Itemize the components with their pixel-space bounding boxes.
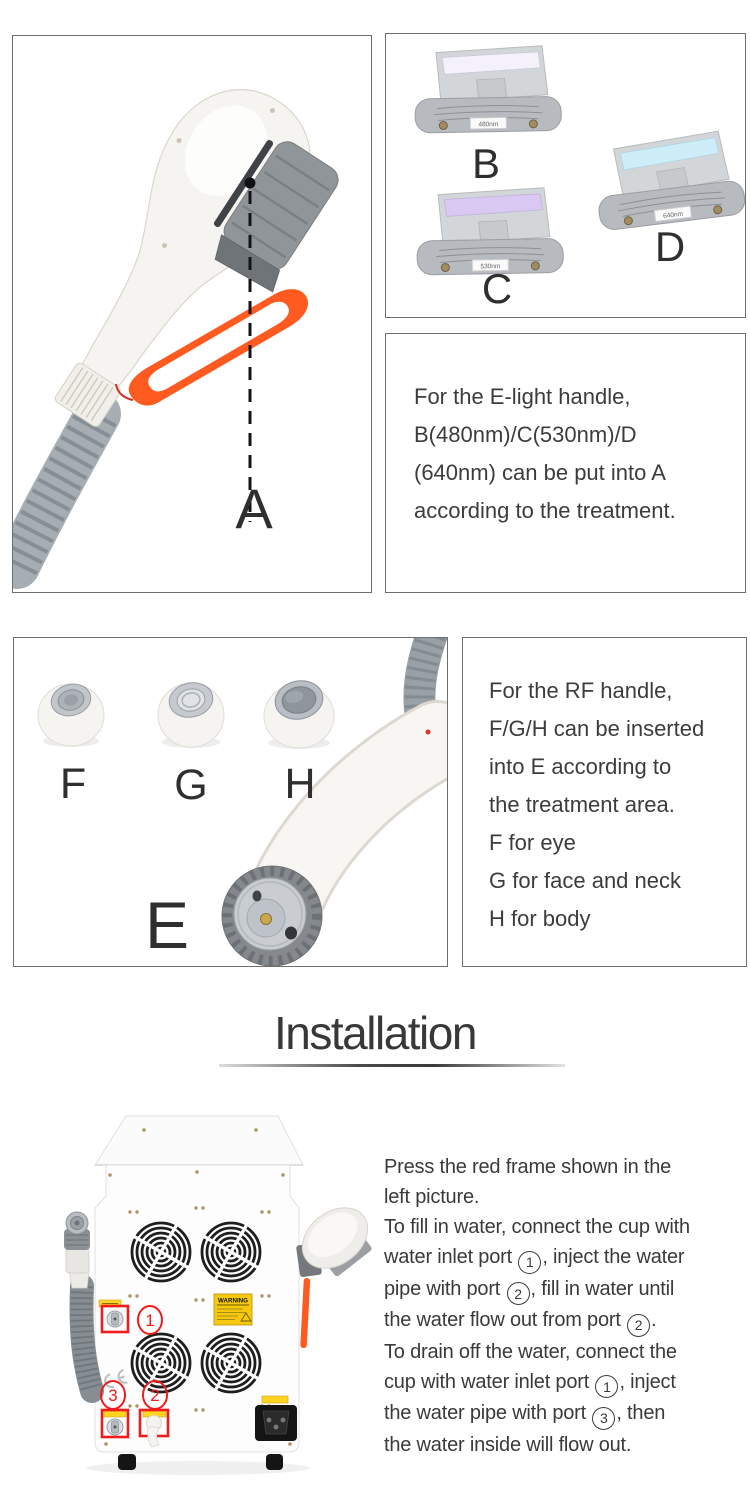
water-inlet-port-1 bbox=[98, 1299, 130, 1334]
power-socket bbox=[255, 1395, 297, 1441]
rf-handle-illustration: F G H E bbox=[37, 638, 447, 966]
warning-sticker-title: WARNING bbox=[218, 1298, 248, 1305]
warning-sticker: WARNING bbox=[213, 1293, 253, 1326]
circled-digit: 1 bbox=[518, 1250, 542, 1274]
circled-digit: 2 bbox=[506, 1282, 530, 1305]
marker-g: G bbox=[174, 761, 207, 809]
machine-rear-illustration: WARNING bbox=[64, 1115, 372, 1475]
rf-note: For the RF handle, F/G/H can be inserted i… bbox=[462, 637, 747, 967]
rf-tip-f bbox=[37, 683, 105, 747]
pointer-dot bbox=[244, 177, 256, 189]
text-line: the water inside will flow out. bbox=[384, 1433, 632, 1456]
svg-text:2: 2 bbox=[150, 1386, 159, 1405]
rf-tip-h bbox=[263, 680, 335, 749]
elight-handle-illustration: A bbox=[13, 89, 339, 589]
rf-handle-head bbox=[221, 865, 323, 966]
fan-grille bbox=[200, 1332, 262, 1394]
text-line: according to the treatment. bbox=[414, 498, 676, 523]
text-line: water inlet port 1, inject the water bbox=[384, 1242, 750, 1274]
text-line: To fill in water, connect the cup with bbox=[384, 1216, 690, 1238]
filter-d: 640nm bbox=[598, 130, 745, 230]
filter-c-wavelength-label: 530nm bbox=[480, 263, 500, 270]
text-line: H for body bbox=[489, 906, 591, 931]
ce-mark bbox=[104, 1369, 128, 1389]
machine-foot bbox=[118, 1454, 136, 1470]
marker-b: B bbox=[472, 140, 500, 187]
rf-handle bbox=[221, 638, 447, 966]
text-line: To drain off the water, connect the bbox=[384, 1340, 677, 1363]
water-port-3 bbox=[100, 1408, 130, 1439]
elight-applicator bbox=[213, 140, 339, 293]
circled-digit: 1 bbox=[595, 1375, 619, 1398]
filter-b-wavelength-label: 480nm bbox=[478, 121, 498, 128]
fan-grille bbox=[200, 1221, 262, 1283]
power-indicator-dot bbox=[425, 729, 431, 735]
svg-text:3: 3 bbox=[108, 1386, 117, 1405]
machine-top bbox=[94, 1115, 304, 1166]
machine-handle-right bbox=[296, 1207, 372, 1348]
text-line: For the E-light handle, bbox=[414, 384, 631, 409]
orange-strap bbox=[115, 289, 309, 406]
marker-h: H bbox=[284, 760, 315, 808]
elight-hose bbox=[13, 391, 121, 589]
text-line: pipe with port 2, fill in water until bbox=[384, 1274, 750, 1305]
marker-e: E bbox=[145, 888, 189, 962]
rf-tip-g bbox=[157, 682, 225, 748]
text-line: B(480nm)/C(530nm)/D bbox=[414, 422, 637, 447]
text-line: For the RF handle, bbox=[489, 678, 673, 703]
elight-collar bbox=[54, 362, 121, 427]
filter-b: 480nm bbox=[414, 45, 562, 134]
applicator-slot bbox=[213, 140, 274, 228]
text-line: (640nm) can be put into A bbox=[414, 460, 666, 485]
fan-grille bbox=[130, 1221, 192, 1283]
filters-illustration: 480nm B 530nm C bbox=[414, 45, 745, 312]
text-line: Press the red frame shown in the bbox=[384, 1156, 672, 1178]
filter-c: 530nm bbox=[416, 187, 564, 276]
elight-handle-panel: A bbox=[12, 35, 372, 593]
filter-d-wavelength-label: 640nm bbox=[663, 211, 684, 220]
text-line: F for eye bbox=[489, 830, 576, 855]
text-line: the treatment area. bbox=[489, 792, 675, 817]
text-line: the water pipe with port 3, then bbox=[384, 1398, 750, 1430]
hanging-strap bbox=[300, 1278, 311, 1348]
text-line: into E according to bbox=[489, 754, 672, 779]
machine-foot bbox=[266, 1454, 283, 1470]
filters-panel: 480nm B 530nm C bbox=[385, 33, 746, 318]
text-line: G for face and neck bbox=[489, 868, 681, 893]
marker-c: C bbox=[482, 265, 512, 312]
panel-screws bbox=[104, 1128, 292, 1446]
installation-heading: Installation bbox=[274, 1007, 477, 1059]
svg-text:1: 1 bbox=[145, 1311, 154, 1330]
marker-f: F bbox=[60, 760, 86, 808]
installation-instructions: Press the red frame shown in the left pic… bbox=[384, 1152, 750, 1460]
port-marker-1: 1 bbox=[137, 1305, 163, 1335]
text-line: the water flow out from port 2. bbox=[384, 1305, 750, 1337]
elight-note: For the E-light handle, B(480nm)/C(530nm)… bbox=[385, 333, 746, 593]
machine-shadow bbox=[86, 1461, 310, 1475]
machine-rear-panel: WARNING bbox=[40, 1108, 385, 1484]
water-port-2 bbox=[138, 1408, 170, 1448]
rf-handle-panel: F G H E bbox=[13, 637, 448, 967]
circled-digit: 2 bbox=[627, 1313, 651, 1337]
elight-handle-body bbox=[54, 89, 339, 427]
red-frame-port-1 bbox=[100, 1304, 130, 1334]
text-line: cup with water inlet port 1, inject bbox=[384, 1367, 750, 1398]
text-line: F/G/H can be inserted bbox=[489, 716, 705, 741]
circled-digit: 3 bbox=[592, 1406, 616, 1430]
text-line: left picture. bbox=[384, 1186, 480, 1208]
marker-a: A bbox=[235, 477, 273, 540]
heading-divider bbox=[219, 1064, 565, 1067]
marker-d: D bbox=[655, 223, 685, 270]
machine-handle-left bbox=[64, 1211, 104, 1403]
red-frame-port-3 bbox=[100, 1408, 130, 1439]
